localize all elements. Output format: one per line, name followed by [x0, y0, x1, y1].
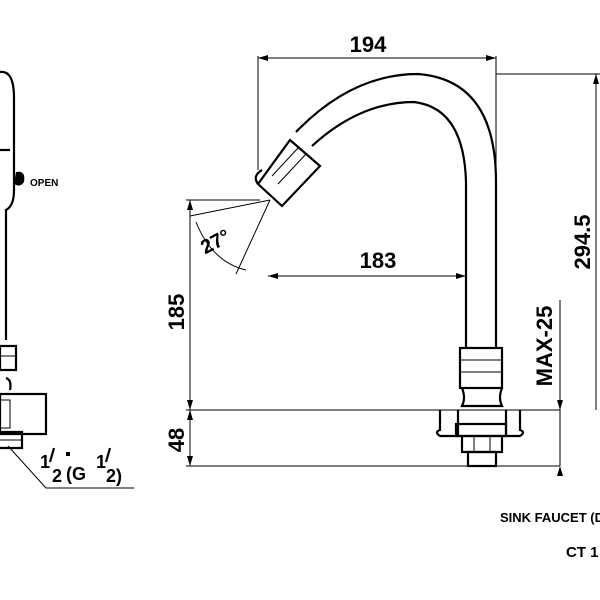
arrow-294-t	[593, 74, 599, 84]
aerator-line-1	[271, 147, 299, 177]
arrow-185-t	[187, 200, 193, 210]
dimension-lines: 194 183 27° 185 48 294.5 MAX-25	[164, 32, 600, 476]
arrow-194-l	[258, 55, 268, 61]
lever-handle	[14, 171, 25, 186]
arrow-max25-b	[557, 466, 563, 476]
dim-294-label: 294.5	[570, 214, 595, 269]
angle-leg-1	[235, 199, 271, 275]
dim-183-label: 183	[360, 248, 397, 273]
dim-48-label: 48	[164, 428, 189, 452]
side-view: OPEN 1 2 (G 1 2)	[0, 70, 134, 489]
front-view	[186, 72, 560, 468]
thread-mid: (G	[66, 464, 86, 484]
dim-max25-label: MAX-25	[532, 306, 557, 387]
thread-den: 2	[52, 466, 62, 486]
counter-left-cut	[435, 410, 460, 438]
arrow-185-b	[187, 400, 193, 410]
thread-slash-2	[104, 447, 112, 463]
thread-leader	[7, 445, 134, 489]
lock-nut	[460, 434, 504, 454]
arrow-48-b	[187, 456, 193, 466]
open-label: OPEN	[30, 178, 58, 189]
arrow-183-r	[456, 273, 466, 279]
arrow-194-r	[486, 55, 496, 61]
side-base-curve	[5, 376, 12, 391]
aerator-line-2	[277, 153, 307, 185]
counter-right-cut	[504, 410, 525, 438]
inch-mark	[66, 452, 70, 456]
thread-whole: 1	[40, 452, 50, 472]
aerator-tip	[254, 169, 263, 185]
spout-outer	[295, 72, 498, 348]
dim-194-label: 194	[350, 32, 387, 57]
product-code: CT 1	[566, 544, 599, 561]
angle-leg-2	[189, 199, 271, 217]
angle-label: 27°	[197, 225, 234, 259]
thread-slash-1	[48, 447, 56, 463]
spout-inner	[311, 100, 468, 348]
aerator	[256, 138, 322, 208]
thread-tail: 2)	[106, 466, 122, 486]
washer	[454, 422, 508, 438]
thread-whole-2: 1	[96, 452, 106, 472]
product-caption: SINK FAUCET (D	[500, 510, 600, 525]
arrow-48-t	[187, 410, 193, 420]
angle-arc	[195, 221, 247, 271]
side-body-outline	[0, 70, 16, 340]
collar-neck	[460, 387, 504, 408]
side-base-collar	[0, 344, 18, 372]
shank	[466, 450, 498, 468]
arrow-max25-t	[557, 400, 563, 410]
dim-185-label: 185	[164, 294, 189, 331]
side-mount	[0, 399, 11, 429]
base-collar	[458, 346, 504, 390]
arrow-183-l	[268, 273, 278, 279]
